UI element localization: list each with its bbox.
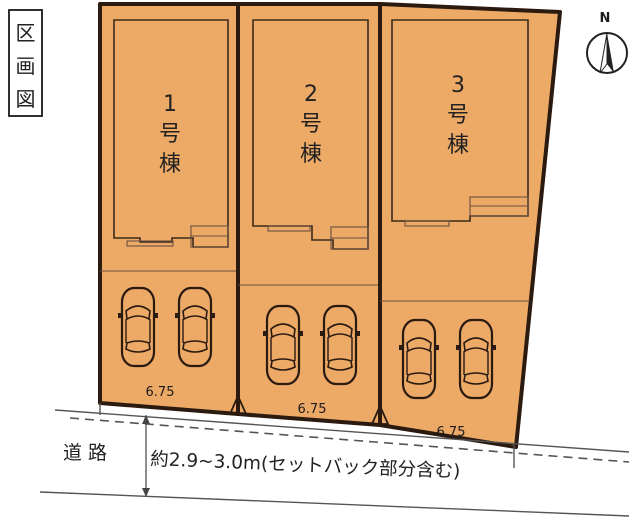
road-setback-line xyxy=(69,417,629,463)
boundary-markers xyxy=(228,393,390,425)
lot-3-number: 3 xyxy=(451,73,465,98)
road-label: 道 路 xyxy=(63,442,107,464)
lot-1-label: 1 号 棟 xyxy=(159,92,181,177)
lot-2-frontage: 6.75 xyxy=(298,402,327,417)
lot-1-number: 1 xyxy=(163,92,177,117)
lot-2-label-go: 号 xyxy=(300,112,322,137)
car-icon xyxy=(175,286,215,368)
title-char-1: 区 xyxy=(16,21,36,45)
lot-3-label-to: 棟 xyxy=(447,133,469,158)
car-icon xyxy=(263,304,303,386)
north-label: N xyxy=(600,11,611,26)
lot-2-label: 2 号 棟 xyxy=(300,82,322,167)
road-edge-bottom xyxy=(39,491,629,517)
lot-3-frontage: 6.75 xyxy=(437,425,466,440)
parking-spaces xyxy=(118,286,496,400)
car-icon xyxy=(320,304,360,386)
title-char-3: 図 xyxy=(16,87,36,111)
lot-3 xyxy=(378,2,562,449)
title-box: 区 画 図 xyxy=(8,9,43,117)
car-icon xyxy=(456,318,496,400)
lot-3-label-go: 号 xyxy=(447,103,469,128)
lot-1-label-to: 棟 xyxy=(159,152,181,177)
north-compass-icon: N xyxy=(586,11,628,74)
title-char-2: 画 xyxy=(16,54,36,78)
lot-2-number: 2 xyxy=(304,82,318,107)
lot-3-label: 3 号 棟 xyxy=(447,73,469,158)
lot-1-label-go: 号 xyxy=(159,122,181,147)
lot-1-frontage: 6.75 xyxy=(146,385,175,400)
lot-2 xyxy=(236,2,382,427)
road-edge-top xyxy=(54,409,629,453)
car-icon xyxy=(399,318,439,400)
road-width-text: 約2.9~3.0m(セットバック部分含む) xyxy=(150,449,461,482)
lot-1 xyxy=(98,2,240,416)
car-icon xyxy=(118,286,158,368)
lot-2-label-to: 棟 xyxy=(300,142,322,167)
